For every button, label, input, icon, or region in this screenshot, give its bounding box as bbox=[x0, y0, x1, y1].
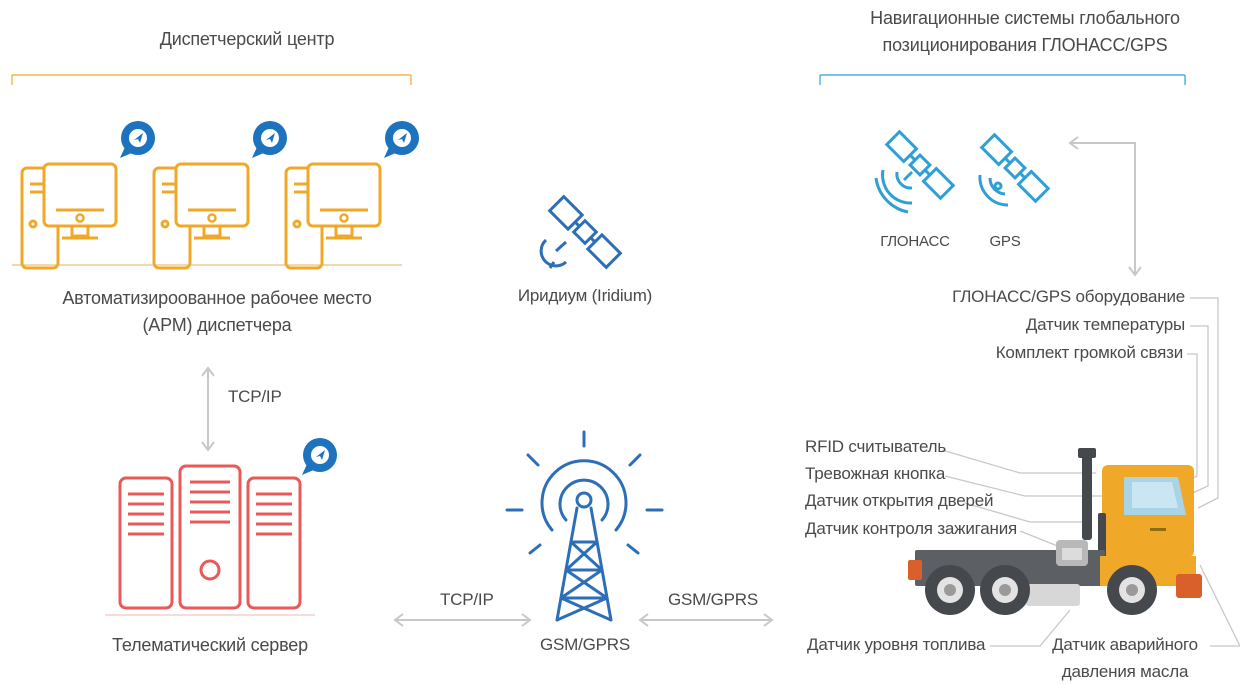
nav-systems-title-line2: позиционирования ГЛОНАСС/GPS bbox=[882, 35, 1168, 55]
gsm-horizontal-arrow bbox=[638, 613, 774, 627]
workstation-label-line1: Автоматизироованное рабочее место bbox=[62, 288, 372, 308]
chat-badge-icon-3 bbox=[384, 121, 419, 158]
tower-label: GSM/GPRS bbox=[539, 635, 631, 654]
dispatch-center-title: Диспетчерский центр bbox=[159, 29, 335, 49]
tcpip-vertical-label: TCP/IP bbox=[228, 387, 282, 406]
oil-pressure-sensor-line2: давления масла bbox=[1061, 662, 1189, 681]
chat-badge-icon-1 bbox=[120, 121, 155, 158]
workstation-icon-3 bbox=[284, 162, 382, 270]
equipment-door-sensor: Датчик открытия дверей bbox=[805, 491, 994, 510]
equipment-glonass-gps: ГЛОНАСС/GPS оборудование bbox=[952, 287, 1185, 306]
equipment-speakerphone: Комплект громкой связи bbox=[995, 343, 1184, 362]
iridium-satellite-icon bbox=[539, 194, 623, 270]
equipment-temperature-sensor: Датчик температуры bbox=[1025, 315, 1185, 334]
gsm-tower-icon bbox=[505, 430, 664, 622]
equipment-ignition-sensor: Датчик контроля зажигания bbox=[805, 519, 1018, 538]
workstation-label-line2: (АРМ) диспетчера bbox=[142, 315, 292, 335]
gps-satellite-icon bbox=[978, 132, 1051, 207]
tcpip-horizontal-arrow bbox=[393, 613, 532, 627]
gps-label: GPS bbox=[989, 233, 1021, 250]
nav-equipment-arrow bbox=[1068, 136, 1142, 277]
gsm-gprs-horizontal-label: GSM/GPRS bbox=[668, 590, 759, 609]
truck-icon bbox=[908, 448, 1202, 615]
equipment-panic-button: Тревожная кнопка bbox=[805, 464, 946, 483]
glonass-satellite-icon bbox=[874, 129, 956, 214]
fuel-level-sensor-label: Датчик уровня топлива bbox=[807, 635, 986, 654]
server-icon bbox=[118, 464, 302, 610]
nav-systems-title-line1: Навигационные системы глобального bbox=[870, 8, 1180, 28]
workstation-icon-1 bbox=[20, 162, 118, 270]
equipment-leader-lines bbox=[941, 297, 1240, 647]
glonass-label: ГЛОНАСС bbox=[880, 233, 950, 250]
workstation-icon-2 bbox=[152, 162, 250, 270]
equipment-rfid-reader: RFID считыватель bbox=[805, 437, 947, 456]
tcpip-vertical-arrow bbox=[201, 366, 215, 452]
tcpip-horizontal-label: TCP/IP bbox=[440, 590, 494, 609]
chat-badge-icon-4 bbox=[302, 438, 337, 475]
oil-pressure-sensor-line1: Датчик аварийного bbox=[1052, 635, 1198, 654]
iridium-label: Иридиум (Iridium) bbox=[517, 286, 653, 305]
server-label: Телематический сервер bbox=[112, 635, 308, 655]
chat-badge-icon-2 bbox=[252, 121, 287, 158]
